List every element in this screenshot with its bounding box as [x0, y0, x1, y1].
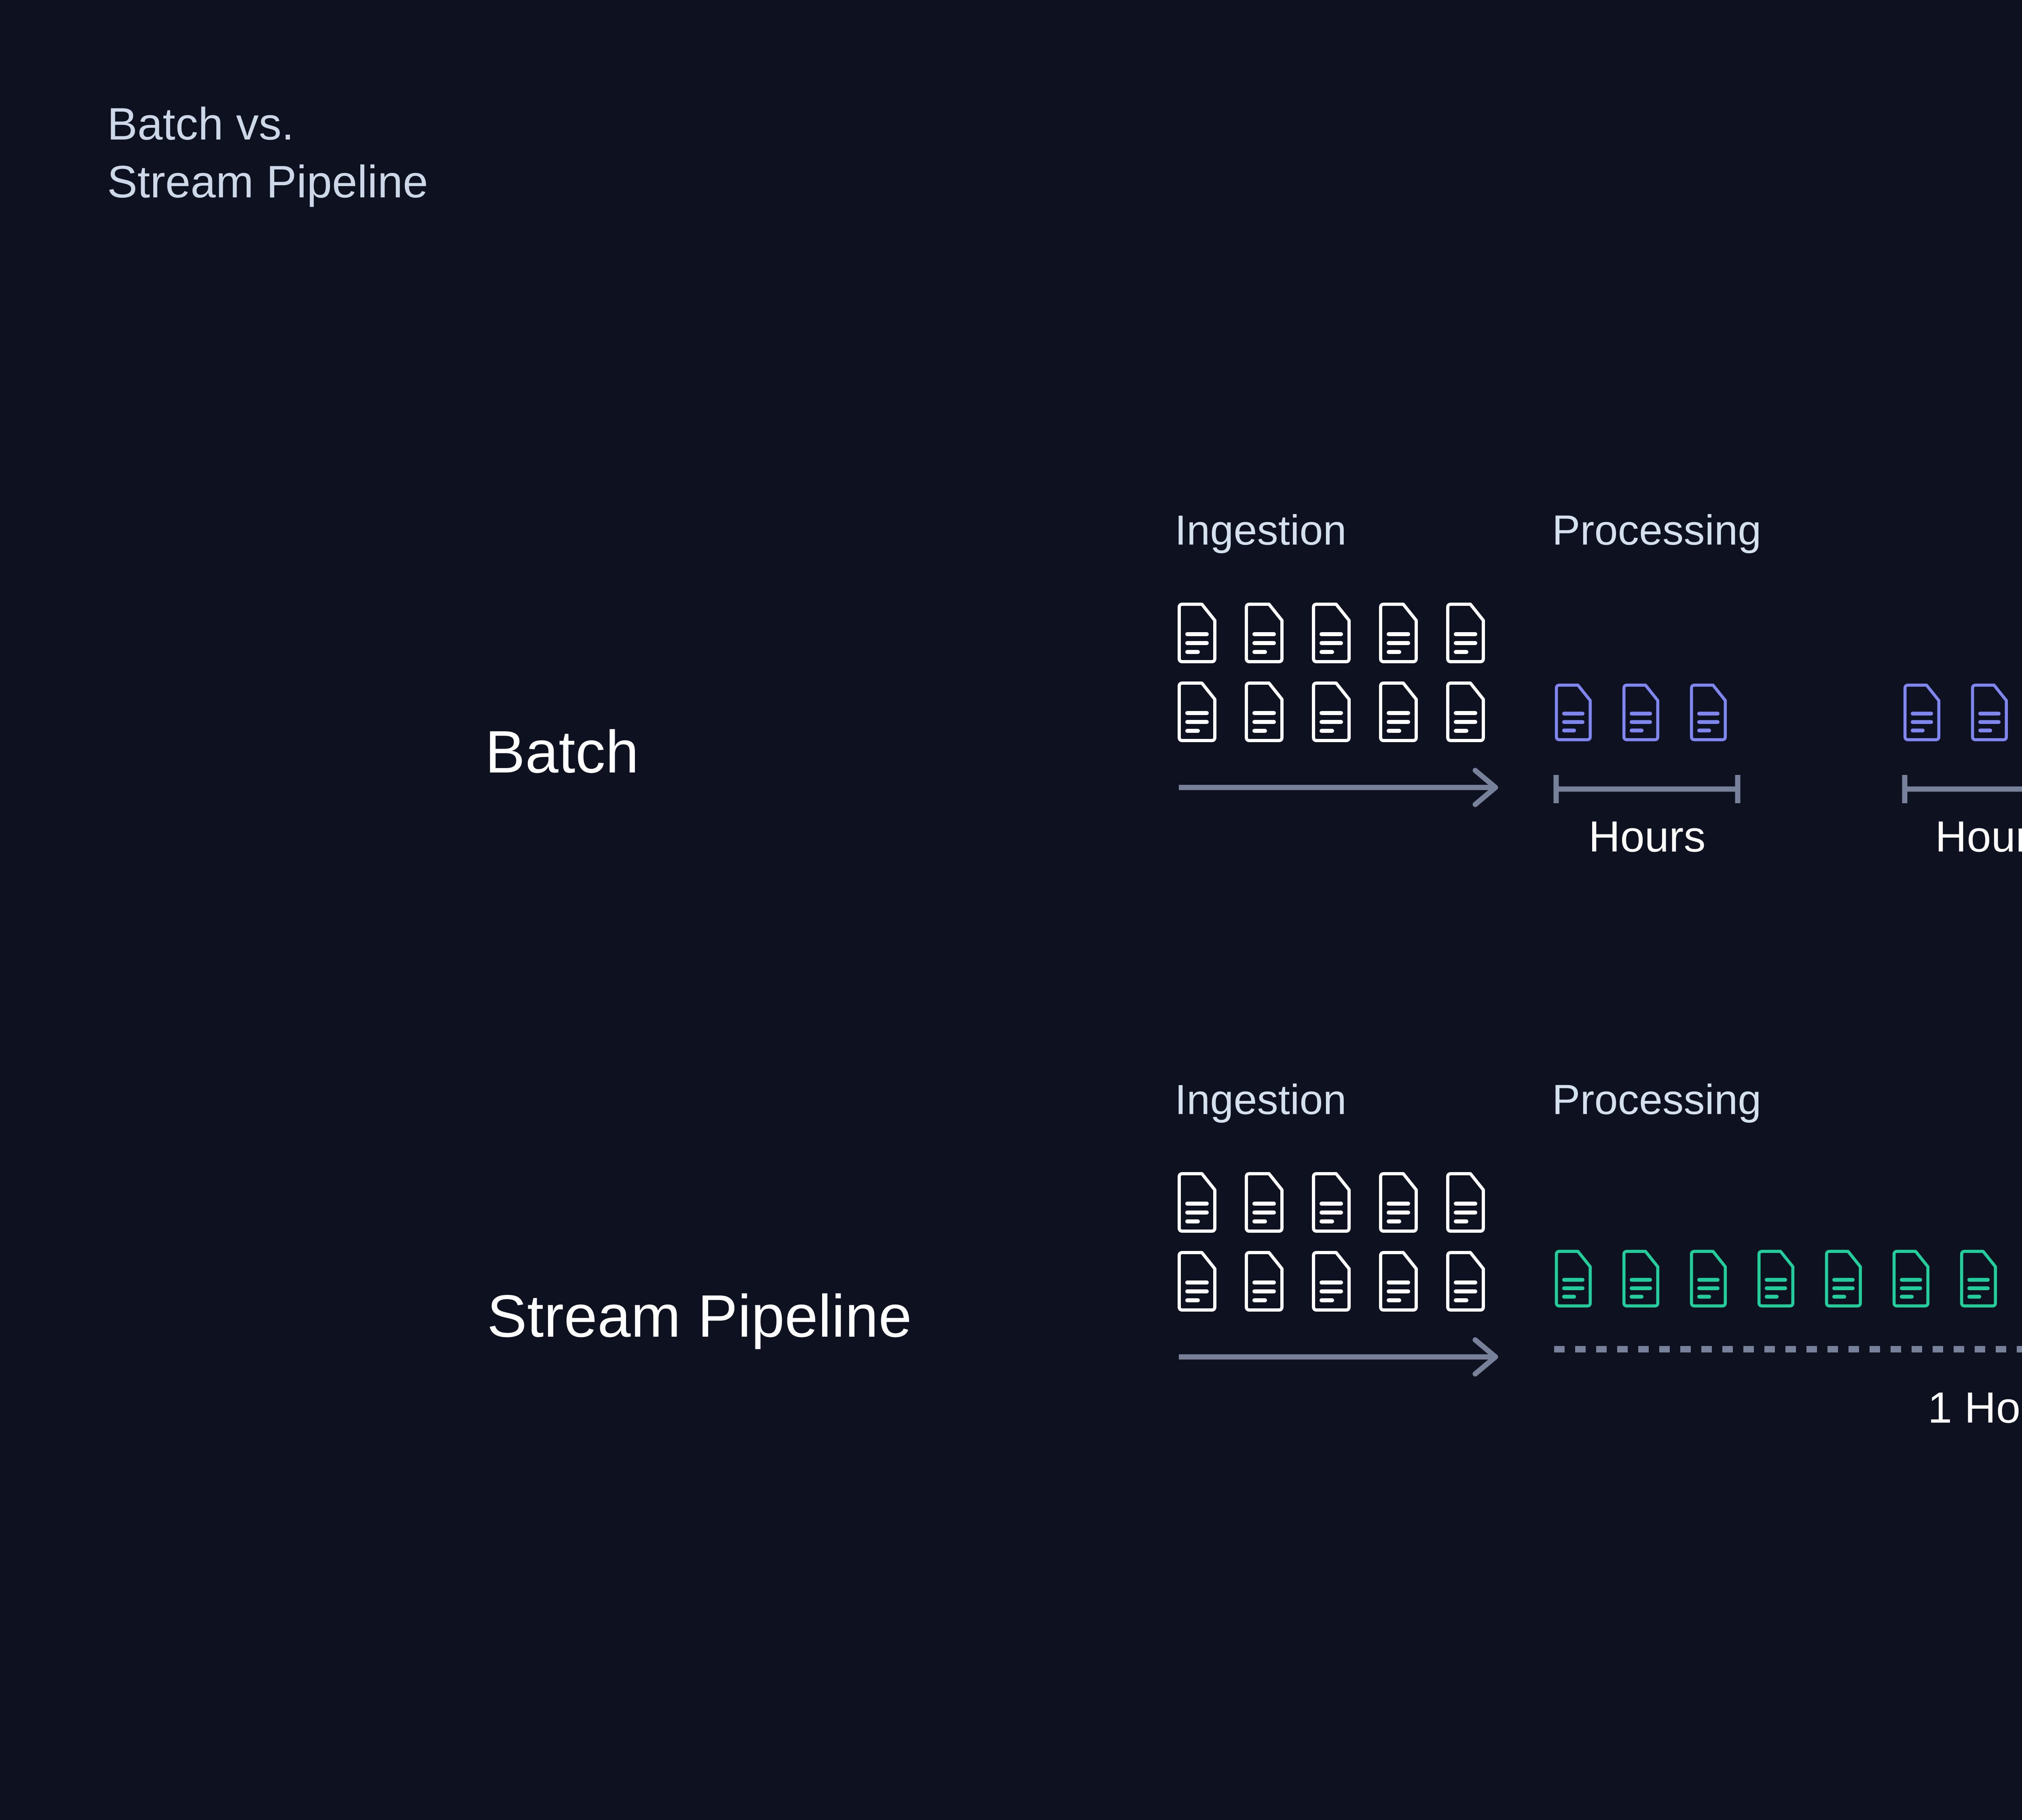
document-icon: [1962, 1251, 1996, 1306]
processing-doc-group-batch-1: [1557, 685, 1726, 740]
document-icon: [1759, 1251, 1793, 1306]
document-icon: [1313, 1174, 1349, 1231]
document-icon: [1179, 683, 1215, 741]
document-icon: [1246, 683, 1282, 741]
stage-header-ingestion-stream: Ingestion: [1175, 1076, 1347, 1124]
document-icon: [1448, 1174, 1483, 1231]
processing-doc-group-batch-2: [1905, 685, 2022, 740]
document-icon: [1973, 685, 2007, 740]
page-title: Batch vs. Stream Pipeline: [107, 99, 428, 207]
document-icon: [1827, 1251, 1861, 1306]
document-icon: [1448, 604, 1483, 662]
document-icon: [1381, 1253, 1416, 1310]
duration-label-batch-2: Hours: [1935, 812, 2022, 861]
ingestion-doc-grid-stream: [1179, 1174, 1483, 1310]
duration-rule-stream-1: [1554, 1346, 2022, 1352]
document-icon: [1246, 604, 1282, 662]
document-icon: [1179, 604, 1215, 662]
document-icon: [1381, 1174, 1416, 1231]
document-icon: [1905, 685, 1939, 740]
stage-header-processing-batch: Processing: [1552, 507, 1762, 554]
arrow-head-icon: [1472, 1337, 1498, 1377]
arrow-head-icon: [1472, 768, 1498, 807]
document-icon: [1894, 1251, 1928, 1306]
document-icon: [1692, 1251, 1726, 1306]
document-icon: [1557, 685, 1591, 740]
ingestion-arrow-batch: [1179, 768, 1498, 807]
duration-label-stream-1: 1 Hour: [1928, 1383, 2022, 1432]
document-icon: [1448, 1253, 1483, 1310]
document-icon: [1313, 683, 1349, 741]
document-icon: [1381, 604, 1416, 662]
document-icon: [1624, 685, 1658, 740]
document-icon: [1448, 683, 1483, 741]
document-icon: [1246, 1253, 1282, 1310]
duration-rule-batch-1: [1553, 775, 1741, 803]
processing-doc-run-stream: [1557, 1251, 2022, 1306]
document-icon: [1313, 1253, 1349, 1310]
ingestion-doc-grid-batch: [1179, 604, 1483, 741]
row-label-stream-pipeline: Stream Pipeline: [487, 1283, 912, 1350]
stage-header-processing-stream: Processing: [1552, 1076, 1762, 1124]
duration-rule-batch-2: [1902, 775, 2022, 803]
document-icon: [1179, 1253, 1215, 1310]
ingestion-arrow-stream: [1179, 1337, 1498, 1377]
document-icon: [1246, 1174, 1282, 1231]
row-label-batch: Batch: [485, 719, 639, 785]
duration-label-batch-1: Hours: [1588, 812, 1706, 861]
document-icon: [1381, 683, 1416, 741]
document-icon: [1692, 685, 1726, 740]
document-icon: [1557, 1251, 1591, 1306]
document-icon: [1179, 1174, 1215, 1231]
document-icon: [1313, 604, 1349, 662]
stage-header-ingestion-batch: Ingestion: [1175, 507, 1347, 554]
document-icon: [1624, 1251, 1658, 1306]
